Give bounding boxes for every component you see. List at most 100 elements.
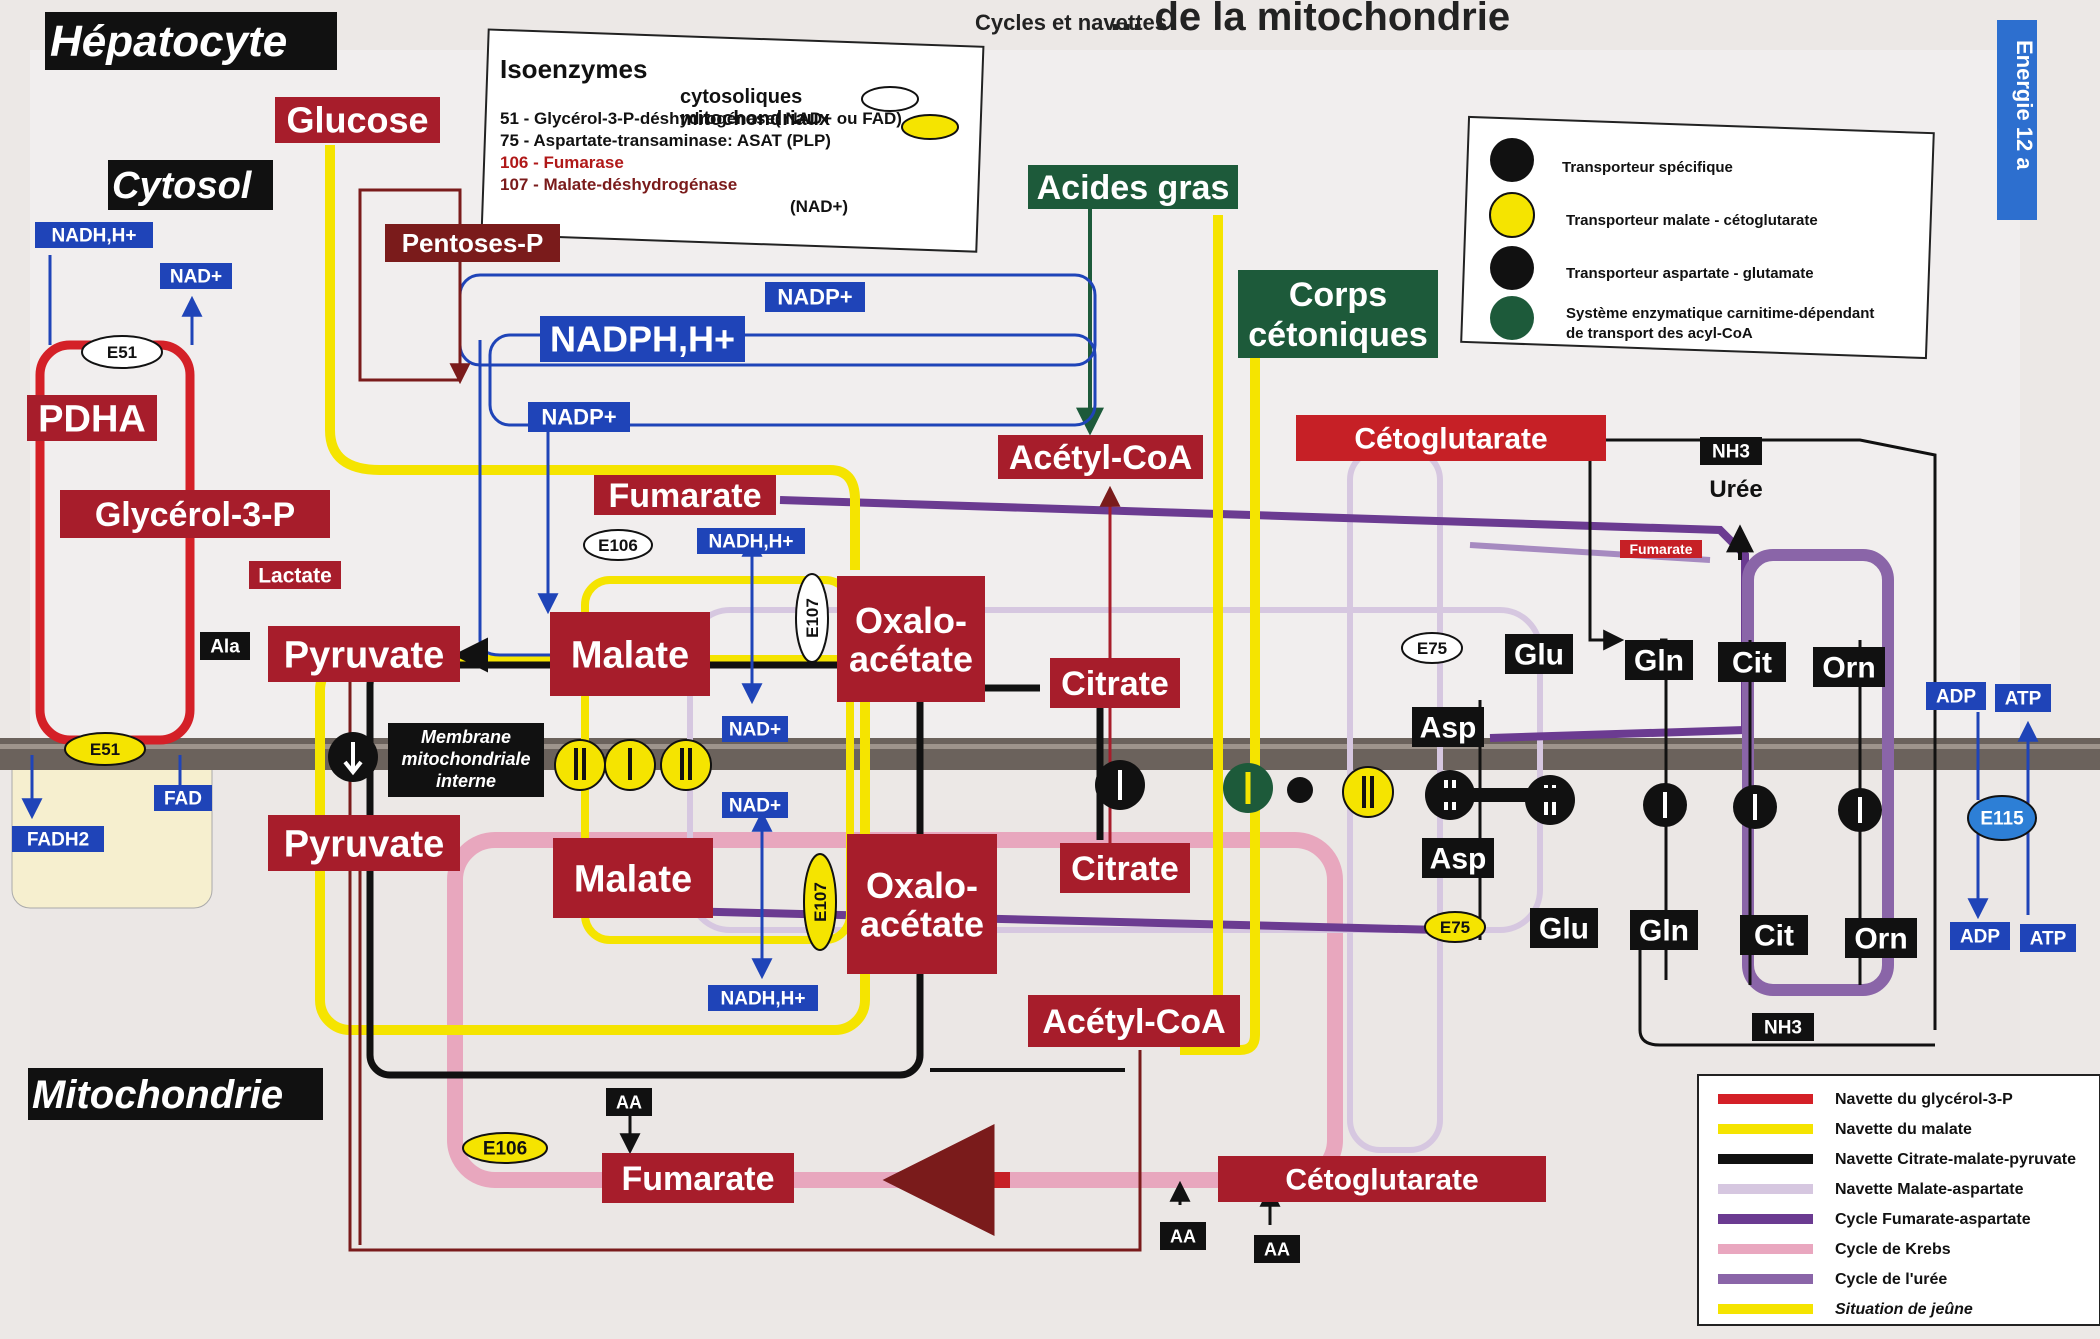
aspartate-transporter-icon bbox=[1490, 246, 1534, 290]
node-label-aa3: AA bbox=[1264, 1239, 1290, 1259]
mitochondrie-heading: Mitochondrie bbox=[32, 1073, 283, 1117]
enzyme-e107-c bbox=[795, 573, 829, 663]
membrane-label-line-2: mitochondriale bbox=[401, 749, 530, 769]
transporter-citrate bbox=[1095, 760, 1145, 810]
node-label-oxalo-m1: Oxalo- bbox=[866, 865, 978, 906]
node-box-aa2 bbox=[1160, 1222, 1206, 1250]
legend-label: Navette du glycérol-3-P bbox=[1835, 1091, 2013, 1108]
node-box-oxalo-c1 bbox=[837, 576, 985, 702]
node-label-citrate-m: Citrate bbox=[1071, 850, 1179, 888]
enzyme-label-e51-mem: E51 bbox=[90, 740, 120, 759]
node-label-oxalo-c1: Oxalo- bbox=[855, 600, 967, 641]
enzyme-label-e75-c: E75 bbox=[1417, 639, 1447, 658]
node-label-atp-m: ATP bbox=[2030, 929, 2067, 950]
node-box-nadh-malate bbox=[697, 528, 805, 554]
iso-line-51: 51 - Glycérol-3-P-déshydrogénase( NAD+ o… bbox=[500, 109, 902, 128]
node-box-ceto-m bbox=[1218, 1156, 1546, 1202]
legend-label: Situation de jeûne bbox=[1835, 1301, 1973, 1318]
transporter-aspartate-label: Transporteur aspartate - glutamate bbox=[1566, 265, 1814, 282]
node-label-acides-gras: Acides gras bbox=[1037, 169, 1230, 207]
enzyme-label-e106-m: E106 bbox=[483, 1139, 527, 1160]
node-label-nadh-c: NADH,H+ bbox=[52, 226, 137, 247]
transporter-gln bbox=[1643, 783, 1687, 827]
node-label-adp-m: ADP bbox=[1960, 927, 2000, 948]
cytosol-heading: Cytosol bbox=[112, 165, 253, 207]
isoenzymes-cyto: cytosoliques bbox=[680, 86, 802, 108]
enzyme-e107-m bbox=[803, 853, 837, 951]
enzyme-label-e115: E115 bbox=[1980, 809, 2024, 830]
enzyme-label-e106-c: E106 bbox=[598, 536, 638, 555]
node-label-acetyl-c: Acétyl-CoA bbox=[1009, 439, 1192, 477]
legend-swatch bbox=[1718, 1124, 1813, 1134]
legend-swatch bbox=[1718, 1184, 1813, 1194]
transporter-specific-label: Transporteur spécifique bbox=[1562, 159, 1733, 176]
legend-label: Navette Malate-aspartate bbox=[1835, 1181, 2024, 1198]
enzyme-e75-c bbox=[1401, 632, 1463, 664]
urea-cycle-loop bbox=[1742, 549, 1894, 996]
node-label-aa1: AA bbox=[616, 1092, 642, 1112]
node-label-pyruvate-m: Pyruvate bbox=[284, 823, 445, 865]
enzyme-label-e107-m: E107 bbox=[811, 882, 830, 922]
node-label-glycerol: Glycérol-3-P bbox=[95, 496, 295, 534]
iso-line-107-nad: (NAD+) bbox=[790, 197, 848, 216]
node-label-corps1: Corps bbox=[1289, 276, 1387, 314]
legend-swatch bbox=[1718, 1304, 1813, 1314]
node-box-pyruvate-m bbox=[268, 815, 460, 871]
node-box-pdha bbox=[27, 395, 157, 441]
iso-line-107: 107 - Malate-déshydrogénase bbox=[500, 175, 737, 194]
malate-transporter-icon bbox=[1489, 192, 1535, 238]
node-label-nadp2: NADP+ bbox=[541, 405, 616, 430]
node-box-ala bbox=[200, 632, 250, 660]
node-box-citrate-c bbox=[1050, 658, 1180, 708]
node-box-asp-c bbox=[1412, 707, 1484, 747]
node-label-ceto-c: Cétoglutarate bbox=[1354, 423, 1547, 456]
nh3-bottom-line bbox=[1638, 935, 1935, 1047]
lactate-loop bbox=[348, 680, 1142, 1252]
node-label-adp-c: ADP bbox=[1936, 687, 1976, 708]
cytosol-box bbox=[108, 160, 273, 210]
node-label-nadph: NADPH,H+ bbox=[550, 319, 735, 360]
node-box-nad-m bbox=[722, 792, 788, 818]
node-box-fadh2 bbox=[12, 826, 104, 852]
legend-label: Cycle de Krebs bbox=[1835, 1241, 1951, 1258]
node-box-fumarate-small bbox=[1620, 540, 1702, 558]
node-label-glucose: Glucose bbox=[286, 100, 428, 141]
node-box-acetyl-c bbox=[998, 435, 1203, 479]
node-box-glu-m bbox=[1530, 908, 1598, 948]
node-box-nh3-top bbox=[1700, 437, 1762, 465]
node-label-nh3-top: NH3 bbox=[1712, 442, 1750, 463]
node-box-glucose bbox=[275, 97, 440, 143]
legend-swatch bbox=[1718, 1154, 1813, 1164]
transporter-malate-2 bbox=[604, 739, 656, 791]
transporter-carnitine-label-2: de transport des acyl-CoA bbox=[1566, 325, 1753, 342]
node-label-malate-c: Malate bbox=[571, 634, 689, 676]
node-label-asp-c: Asp bbox=[1420, 712, 1477, 745]
node-box-nadh-c bbox=[35, 222, 153, 248]
node-label-nad-c: NAD+ bbox=[170, 267, 222, 288]
iso-line-75: 75 - Aspartate-transaminase: ASAT (PLP) bbox=[500, 131, 831, 150]
hepatocyte-box bbox=[45, 12, 337, 70]
legend-label: Cycle Fumarate-aspartate bbox=[1835, 1211, 2031, 1228]
fasting-corps bbox=[1180, 345, 1260, 1055]
node-label-nh3-bot: NH3 bbox=[1764, 1018, 1802, 1039]
node-box-nad-malate bbox=[722, 716, 788, 742]
metabolite-nodes: GlucosePentoses-PNADP+NADPH,H+NADP+PDHAG… bbox=[12, 97, 2076, 1263]
node-label-atp-c: ATP bbox=[2005, 689, 2042, 710]
asp-glu-bar bbox=[1440, 788, 1570, 802]
page-title: ... de la mitochondrie bbox=[1110, 0, 1510, 39]
enzyme-label-e51-top: E51 bbox=[107, 343, 137, 362]
node-label-nadh-malate: NADH,H+ bbox=[709, 532, 794, 553]
legend-swatch bbox=[1718, 1274, 1813, 1284]
page-subtitle: Cycles et navettes bbox=[975, 10, 1167, 35]
node-label-ala: Ala bbox=[210, 637, 240, 658]
legend-label: Navette Citrate-malate-pyruvate bbox=[1835, 1151, 2076, 1168]
node-label-fadh2: FADH2 bbox=[27, 830, 89, 851]
mitochondrie-box bbox=[28, 1068, 323, 1120]
transporter-malate-label: Transporteur malate - cétoglutarate bbox=[1566, 212, 1818, 229]
node-box-nadp1 bbox=[765, 282, 865, 312]
node-label-lactate: Lactate bbox=[258, 564, 332, 587]
node-label-fumarate-small: Fumarate bbox=[1629, 541, 1692, 557]
node-box-glycerol bbox=[60, 490, 330, 538]
node-label-cit-m: Cit bbox=[1754, 920, 1794, 953]
node-box-aa1 bbox=[606, 1088, 652, 1116]
